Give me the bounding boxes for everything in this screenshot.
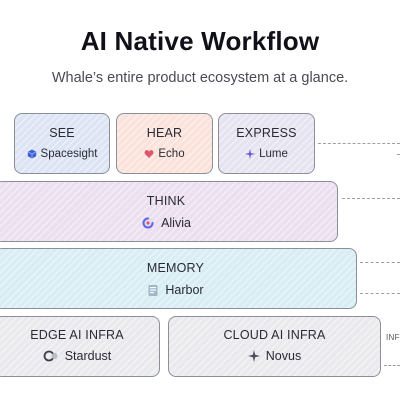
alivia-label: Alivia (161, 216, 191, 230)
infra-connector (384, 365, 400, 366)
cloud-infra-box: CLOUD AI INFRA Novus (168, 316, 381, 377)
edge-infra-label: EDGE AI INFRA (30, 328, 124, 342)
stardust-label: Stardust (64, 349, 112, 363)
express-label: EXPRESS (236, 126, 297, 140)
memory-box: MEMORY Harbor (0, 248, 357, 309)
sparkle-icon (245, 149, 256, 159)
cube-icon (27, 149, 37, 159)
stardust-product: Stardust (0, 349, 159, 363)
echo-product: Echo (117, 148, 212, 160)
spacesight-label: Spacesight (40, 148, 98, 160)
hear-label: HEAR (146, 126, 183, 140)
novus-product: Novus (169, 349, 380, 363)
spacesight-product: Spacesight (15, 148, 109, 160)
diagram-subtitle: Whale’s entire product ecosystem at a gl… (51, 70, 349, 86)
edge-infra-box: EDGE AI INFRA Stardust (0, 316, 160, 377)
diagram-title: AI Native Workflow (80, 26, 320, 56)
lume-product: Lume (219, 148, 314, 160)
heart-icon (144, 149, 154, 159)
novus-label: Novus (265, 349, 302, 363)
lume-label: Lume (259, 148, 288, 160)
harbor-label: Harbor (165, 283, 204, 297)
harbor-product: Harbor (0, 283, 356, 297)
alivia-product: Alivia (0, 216, 337, 230)
document-icon (147, 284, 159, 297)
memory-connector (360, 262, 400, 263)
express-connector (318, 143, 400, 144)
think-label: THINK (146, 194, 186, 208)
memory-connector-lower (360, 293, 400, 294)
see-box: SEE Spacesight (14, 113, 110, 174)
express-box: EXPRESS Lume (218, 113, 315, 174)
echo-label: Echo (158, 148, 185, 160)
see-label: SEE (49, 126, 75, 140)
cloud-infra-label: CLOUD AI INFRA (223, 328, 326, 342)
express-tick (397, 154, 400, 155)
star-icon (247, 350, 260, 362)
think-connector (342, 198, 400, 199)
hear-box: HEAR Echo (116, 113, 213, 174)
think-box: THINK Alivia (0, 181, 338, 242)
ring-icon (43, 350, 59, 362)
swirl-icon (141, 216, 155, 230)
infra-side-label: INFF (386, 333, 400, 342)
memory-label: MEMORY (146, 261, 205, 275)
